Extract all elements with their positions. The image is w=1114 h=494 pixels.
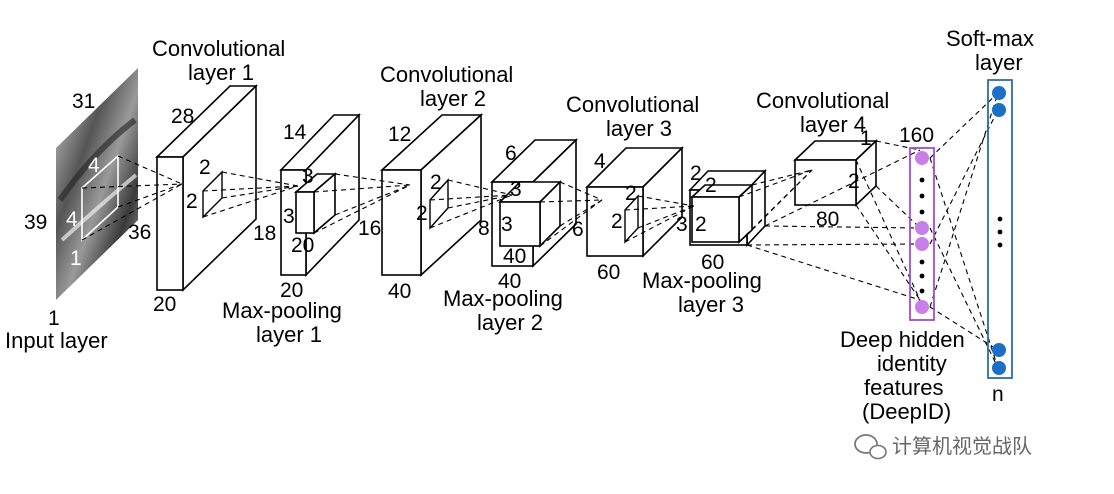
connection-lines	[81, 92, 999, 369]
conv4-title-line1: Convolutional	[756, 88, 889, 113]
conv3-title-line1: Convolutional	[566, 92, 699, 117]
pool1-kernel-label-2: 3	[283, 205, 295, 228]
deepid-node	[915, 237, 929, 251]
conv2-title-line2: layer 2	[420, 86, 486, 111]
deepid-node	[915, 221, 929, 235]
input-depth-label: 1	[48, 307, 60, 330]
softmax-box	[987, 79, 1013, 379]
softmax-node	[992, 103, 1006, 117]
softmax-node	[992, 343, 1006, 357]
conv1-title-line2: layer 1	[188, 60, 254, 85]
deepid-node	[915, 151, 929, 165]
softmax-node	[992, 86, 1006, 100]
input-kernel-label-2: 4	[66, 208, 78, 231]
pool3-kernel-label-2: 2	[695, 213, 707, 236]
input-kernel-label-1: 4	[88, 154, 100, 177]
pool1-depth-label: 14	[283, 121, 307, 144]
pool3-width-label: 60	[701, 251, 724, 274]
conv3-width-label: 60	[597, 261, 620, 284]
deepid-node	[915, 300, 929, 314]
pool2-kernel-label-1: 3	[510, 178, 522, 201]
softmax-title-line2: layer	[975, 50, 1023, 75]
conv3-kernel-label-1: 2	[625, 182, 637, 205]
pool2-height-label: 8	[478, 217, 490, 240]
deepid-ellipsis	[919, 177, 925, 294]
pool2-width-label: 40	[498, 270, 521, 293]
deepid-title-line3: features	[864, 375, 944, 400]
deepid-title-line4: (DeepID)	[862, 399, 951, 424]
pool1-kernel-label-1: 3	[302, 165, 314, 188]
conv1-kernel-label-1: 2	[199, 156, 211, 179]
deepid-title-line1: Deep hidden	[840, 327, 965, 352]
conv1-kernel-label-2: 2	[186, 190, 198, 213]
conv2-kernel-label-2: 2	[416, 202, 428, 225]
pool1-kernel	[293, 172, 338, 235]
softmax-size-label: n	[992, 383, 1004, 406]
conv2-volume	[379, 113, 484, 277]
pool1-width-label: 20	[280, 279, 303, 302]
conv1-title-line1: Convolutional	[152, 36, 285, 61]
pool2-title-line2: layer 2	[477, 310, 543, 335]
pool2-depth-label: 6	[505, 142, 517, 165]
pool3-title-line1: Max-pooling	[642, 268, 762, 293]
input-kernel-label-3: 1	[70, 247, 82, 270]
pool2-kernel	[498, 180, 562, 248]
conv3-depth-label: 4	[594, 150, 606, 173]
pool3-height-label: 3	[676, 213, 688, 236]
conv4-width-label: 80	[816, 208, 839, 231]
deepid-box	[909, 147, 935, 321]
conv3-kernel-label-2: 2	[611, 210, 623, 233]
pool1-height-label: 18	[253, 222, 276, 245]
deepid-title-line2: identity	[877, 351, 947, 376]
conv2-width-label: 40	[388, 280, 411, 303]
wechat-icon	[854, 434, 887, 460]
deepid-size-label: 160	[899, 124, 934, 147]
conv4-title-line2: layer 4	[800, 112, 866, 137]
softmax-ellipsis	[997, 216, 1003, 248]
conv2-depth-label: 12	[388, 123, 411, 146]
input-width-label: 31	[72, 90, 95, 113]
pool1-title-line1: Max-pooling	[222, 298, 342, 323]
input-image	[56, 68, 138, 300]
conv1-width-label: 20	[153, 293, 176, 316]
softmax-node	[992, 361, 1006, 375]
pool3-title-line2: layer 3	[678, 292, 744, 317]
pool1-kernel-label-3: 20	[291, 234, 314, 257]
conv1-depth-label: 28	[171, 105, 194, 128]
conv3-height-label: 6	[572, 218, 584, 241]
pool3-kernel-label-1: 2	[705, 174, 717, 197]
input-layer-label: Input layer	[5, 328, 108, 353]
conv3-title-line2: layer 3	[606, 116, 672, 141]
pool1-title-line2: layer 1	[256, 322, 322, 347]
softmax-title-line1: Soft-max	[946, 26, 1034, 51]
conv2-kernel-label-1: 2	[430, 171, 442, 194]
conv1-height-label: 36	[128, 221, 151, 244]
conv4-height-label: 2	[848, 170, 860, 193]
watermark-text: 计算机视觉战队	[892, 435, 1032, 458]
conv4-volume	[792, 139, 879, 207]
conv3-volume	[585, 146, 684, 258]
conv2-title-line1: Convolutional	[380, 62, 513, 87]
conv2-height-label: 16	[358, 217, 381, 240]
pool2-kernel-label-2: 3	[501, 213, 513, 236]
pool2-title-line1: Max-pooling	[443, 286, 563, 311]
conv4-depth-label: 1	[860, 127, 872, 150]
pool3-depth-label: 2	[690, 162, 702, 185]
input-height-label: 39	[24, 211, 47, 234]
pool2-kernel-label-3: 40	[503, 245, 526, 268]
